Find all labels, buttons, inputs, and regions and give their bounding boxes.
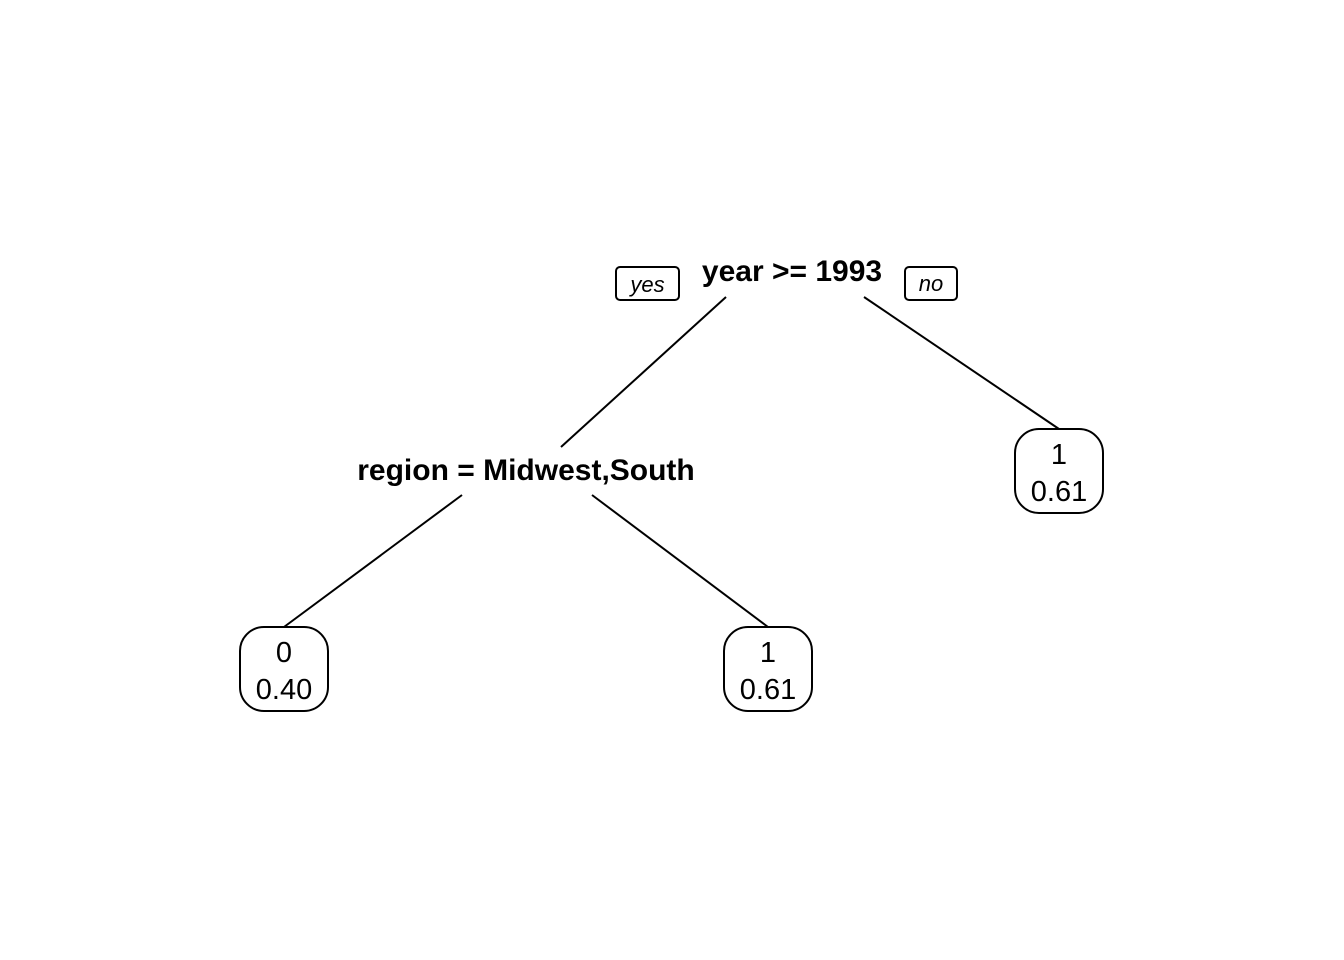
edge-region-to-leaf-middle — [591, 494, 769, 628]
leaf-right-prob: 0.61 — [1031, 476, 1087, 508]
no-branch-label: no — [904, 266, 958, 301]
leaf-right-class: 1 — [1051, 439, 1067, 471]
leaf-node-middle: 1 0.61 — [723, 626, 813, 712]
leaf-middle-box — [723, 626, 813, 712]
leaf-left-prob: 0.40 — [256, 674, 312, 706]
no-label-box — [904, 266, 958, 301]
leaf-left-class: 0 — [276, 637, 292, 669]
leaf-node-left: 0 0.40 — [239, 626, 329, 712]
edge-root-to-leaf-right — [863, 296, 1060, 430]
leaf-middle-class: 1 — [760, 637, 776, 669]
leaf-left-box — [239, 626, 329, 712]
edge-root-to-region — [560, 296, 727, 448]
yes-label-box — [615, 266, 680, 301]
edge-region-to-leaf-left — [283, 494, 463, 628]
no-label-text: no — [919, 271, 943, 296]
leaf-middle-prob: 0.61 — [740, 674, 796, 706]
leaf-right-box — [1014, 428, 1104, 514]
yes-label-text: yes — [628, 272, 664, 297]
root-node: year >= 1993 yes no — [615, 255, 958, 301]
region-node: region = Midwest,South — [357, 454, 695, 487]
yes-branch-label: yes — [615, 266, 680, 301]
leaf-node-right: 1 0.61 — [1014, 428, 1104, 514]
region-split-label: region = Midwest,South — [357, 454, 695, 487]
root-split-label: year >= 1993 — [702, 255, 882, 288]
